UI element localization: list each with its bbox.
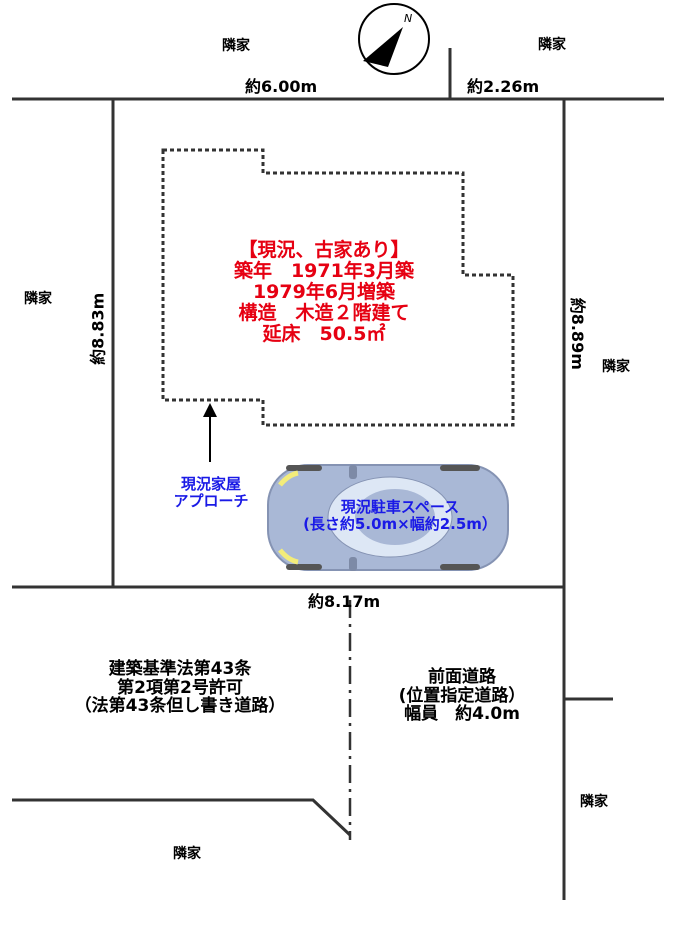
house-info-line: 築年 1971年3月築 (233, 259, 415, 282)
compass-icon: N (358, 3, 430, 75)
front-road-line: (位置指定道路） (398, 685, 526, 706)
dimension-bottom: 約8.17m (308, 592, 381, 611)
neighbor-label-bottom-left: 隣家 (173, 846, 201, 862)
front-road-line: 幅員 約4.0m (404, 704, 520, 725)
front-road-label: 前面道路 (位置指定道路） 幅員 約4.0m (372, 668, 552, 724)
approach-label: 現況家屋 アプローチ (158, 476, 264, 509)
bottom-left-boundary (12, 798, 352, 837)
house-info-line: 延床 50.5㎡ (262, 322, 386, 345)
house-info: 【現況、古家あり】 築年 1971年3月築 1979年6月増築 構造 木造２階建… (214, 240, 434, 344)
dimension-top-left: 約6.00m (245, 77, 318, 96)
house-info-line: 構造 木造２階建て (238, 301, 410, 324)
svg-text:N: N (404, 12, 412, 25)
neighbor-label-right: 隣家 (602, 359, 630, 375)
approach-line: 現況家屋 (180, 475, 241, 493)
neighbor-label-top-left: 隣家 (222, 38, 250, 54)
neighbor-label-left: 隣家 (24, 291, 52, 307)
left-road-line: （法第43条但し書き道路） (74, 696, 286, 717)
car-icon (267, 464, 509, 571)
left-road-line: 第2項第2号許可 (117, 677, 243, 698)
neighbor-label-bottom-right: 隣家 (580, 794, 608, 810)
dimension-right: 約8.89m (567, 297, 587, 370)
parking-line: 現況駐車スペース (340, 498, 460, 516)
approach-line: アプローチ (173, 491, 249, 510)
left-road-label: 建築基準法第43条 第2項第2号許可 （法第43条但し書き道路） (45, 660, 315, 716)
neighbor-label-top-right: 隣家 (538, 37, 566, 53)
existing-house-outline (161, 148, 515, 427)
parking-line: (長さ約5.0m×幅約2.5m） (303, 514, 497, 533)
parking-label: 現況駐車スペース (長さ約5.0m×幅約2.5m） (280, 499, 520, 532)
dimension-left: 約8.83m (88, 292, 108, 365)
front-road-line: 前面道路 (428, 667, 496, 687)
dimension-top-right: 約2.26m (467, 77, 540, 96)
house-info-line: 1979年6月増築 (252, 280, 396, 303)
left-road-line: 建築基準法第43条 (108, 659, 252, 679)
approach-arrow (203, 403, 217, 462)
house-info-line: 【現況、古家あり】 (238, 239, 410, 261)
